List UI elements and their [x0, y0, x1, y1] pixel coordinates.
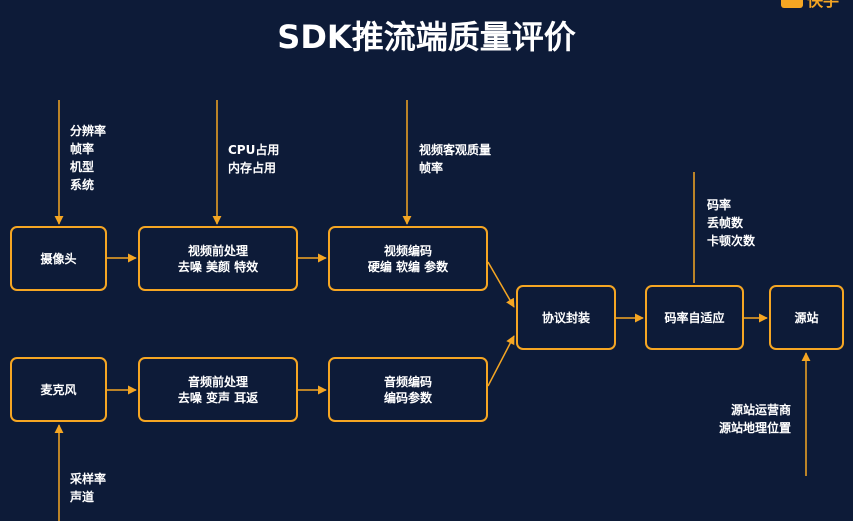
- node-audio-encode: 音频编码 编码参数: [328, 357, 488, 422]
- metric-label: 卡顿次数: [707, 234, 756, 248]
- arrow-video-enc-to-protocol: [487, 261, 515, 308]
- node-sublabel: 去噪 变声 耳返: [177, 390, 259, 405]
- metric-label: 源站地理位置: [719, 421, 792, 435]
- metric-label: 机型: [70, 160, 95, 174]
- node-label: 摄像头: [40, 251, 77, 266]
- arrow-audio-enc-to-protocol: [487, 335, 515, 387]
- metric-label: 内存占用: [228, 161, 277, 175]
- node-microphone: 麦克风: [10, 357, 107, 422]
- metric-label: 视频客观质量: [419, 143, 492, 157]
- logo-icon: [781, 0, 803, 8]
- page-title: SDK推流端质量评价: [277, 18, 576, 56]
- metric-label: 帧率: [419, 161, 444, 175]
- node-label: 麦克风: [40, 382, 77, 397]
- node-sublabel: 编码参数: [383, 390, 432, 405]
- video-enc-metrics: 视频客观质量 帧率: [419, 141, 491, 177]
- node-label: 音频前处理: [187, 374, 248, 389]
- metric-label: 采样率: [70, 472, 107, 486]
- node-label: 码率自适应: [664, 310, 725, 325]
- metric-label: 码率: [707, 198, 732, 212]
- node-sublabel: 硬编 软编 参数: [367, 259, 449, 274]
- bitrate-metrics: 码率 丢帧数 卡顿次数: [707, 196, 755, 250]
- metric-label: 声道: [70, 490, 95, 504]
- metric-label: 分辨率: [70, 124, 107, 138]
- metric-label: CPU占用: [228, 143, 280, 157]
- metric-label: 源站运营商: [731, 403, 792, 417]
- node-label: 视频编码: [383, 243, 432, 258]
- video-pre-metrics: CPU占用 内存占用: [228, 141, 279, 177]
- node-video-encode: 视频编码 硬编 软编 参数: [328, 226, 488, 291]
- node-sublabel: 去噪 美颜 特效: [177, 259, 259, 274]
- node-audio-preprocess: 音频前处理 去噪 变声 耳返: [138, 357, 298, 422]
- brand-logo: 快手: [781, 0, 840, 10]
- logo-text: 快手: [807, 0, 840, 10]
- node-protocol-wrap: 协议封装: [516, 285, 616, 350]
- metric-label: 丢帧数: [707, 216, 744, 230]
- camera-metrics: 分辨率 帧率 机型 系统: [70, 122, 106, 194]
- node-label: 音频编码: [383, 374, 432, 389]
- node-video-preprocess: 视频前处理 去噪 美颜 特效: [138, 226, 298, 291]
- metric-label: 帧率: [70, 142, 95, 156]
- node-adaptive-bitrate: 码率自适应: [645, 285, 744, 350]
- metric-label: 系统: [70, 178, 95, 192]
- mic-metrics: 采样率 声道: [70, 470, 106, 506]
- node-label: 源站: [794, 310, 819, 325]
- origin-metrics: 源站运营商 源站地理位置: [719, 401, 791, 437]
- node-label: 协议封装: [541, 310, 590, 325]
- node-label: 视频前处理: [187, 243, 248, 258]
- node-camera: 摄像头: [10, 226, 107, 291]
- node-origin-server: 源站: [769, 285, 844, 350]
